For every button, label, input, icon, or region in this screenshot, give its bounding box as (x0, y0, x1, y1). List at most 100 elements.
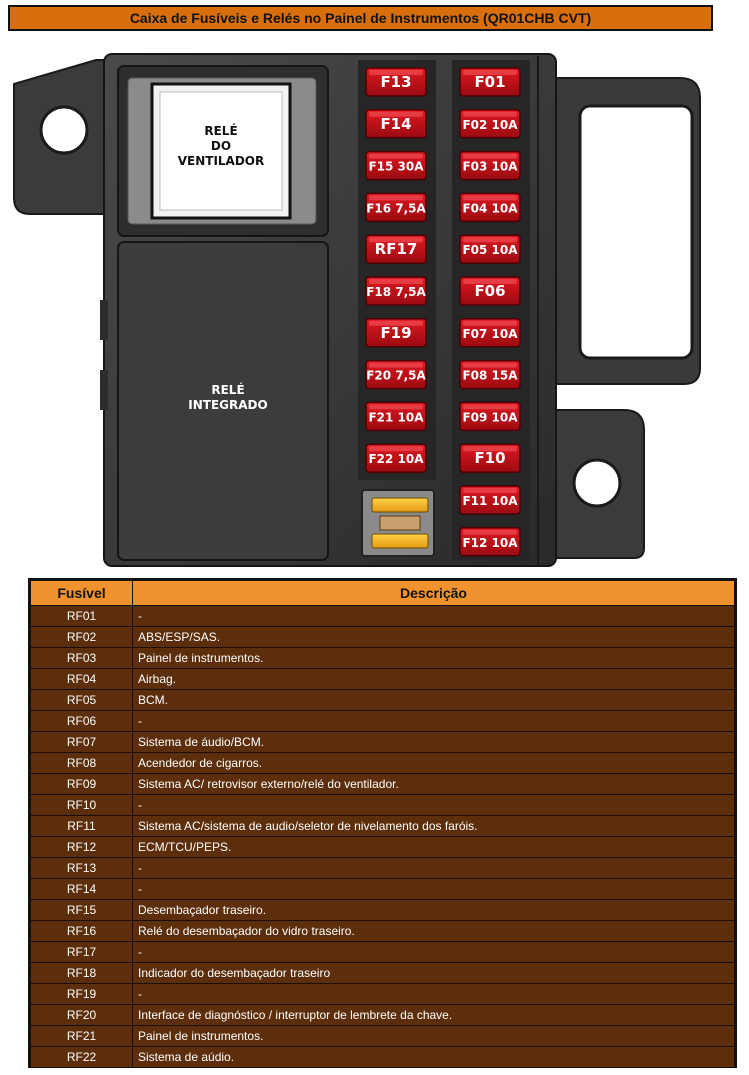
fuse-description-cell: Painel de instrumentos. (132, 647, 735, 669)
fuse: F05 10A (459, 234, 521, 264)
fuse-description-cell: Sistema AC/sistema de audio/seletor de n… (132, 815, 735, 837)
fuse-body (365, 150, 427, 181)
fuse-body (459, 234, 521, 264)
page-title: Caixa de Fusíveis e Relés no Painel de I… (8, 5, 713, 31)
integrated-relay (117, 241, 329, 561)
relay-label-line: RELÉ (204, 123, 237, 138)
fuse-code-cell: RF14 (30, 878, 133, 900)
fuse-code-cell: RF03 (30, 647, 133, 669)
fuse-body (365, 109, 427, 139)
header-fuse: Fusível (30, 580, 133, 606)
fuse-code-cell: RF20 (30, 1004, 133, 1026)
fuse-label: F04 10A (462, 201, 518, 215)
fuse-description-cell: - (132, 710, 735, 732)
fuse-body (459, 527, 521, 557)
header-description: Descrição (132, 580, 735, 606)
fuse-label: F12 10A (462, 536, 518, 550)
table-row: RF01- (30, 605, 735, 627)
fuse-body (365, 443, 427, 473)
fuse-label: F16 7,5A (366, 201, 426, 215)
fuse: RF17 (365, 234, 427, 264)
fuse: F03 10A (459, 150, 521, 181)
fuse: F15 30A (365, 150, 427, 181)
fuse-description-cell: - (132, 983, 735, 1005)
fuse-code-cell: RF18 (30, 962, 133, 984)
fuse-code-cell: RF22 (30, 1046, 133, 1068)
fuse: F22 10A (365, 443, 427, 473)
spare-fuse-top (371, 497, 429, 513)
relay-label-line: INTEGRADO (188, 398, 267, 412)
table-row: RF10- (30, 794, 735, 816)
fuse: F13 (365, 67, 427, 97)
fuse-label: F22 10A (368, 452, 424, 466)
fuse-label: F08 15A (462, 369, 518, 383)
fuse-description-cell: - (132, 941, 735, 963)
relay-label-line: VENTILADOR (178, 154, 265, 168)
fuse-body (365, 359, 427, 390)
fuse: F18 7,5A (365, 276, 427, 306)
fuse-code-cell: RF13 (30, 857, 133, 879)
fuse-body (459, 401, 521, 432)
table-row: RF14- (30, 878, 735, 900)
fuse-description-cell: ABS/ESP/SAS. (132, 626, 735, 648)
fuse-body (459, 359, 521, 390)
fuse-description-cell: Painel de instrumentos. (132, 1025, 735, 1047)
fuse-description-cell: Desembaçador traseiro. (132, 899, 735, 921)
fuse-label: F03 10A (462, 160, 518, 174)
fuse: F07 10A (459, 318, 521, 348)
fuse-description-cell: Sistema de áudio/BCM. (132, 731, 735, 753)
left-mount-hole (39, 105, 89, 155)
fuse-body (365, 67, 427, 97)
fuse-description-cell: Indicador do desembaçador traseiro (132, 962, 735, 984)
fuse-code-cell: RF16 (30, 920, 133, 942)
fuse-column-right (452, 60, 530, 560)
fuse-label: F21 10A (368, 410, 424, 424)
fuse-code-cell: RF12 (30, 836, 133, 858)
fuse-code-cell: RF15 (30, 899, 133, 921)
fuse-label: F19 (380, 324, 411, 342)
fuse-label: F20 7,5A (366, 369, 426, 383)
fuse-description-cell: Interface de diagnóstico / interruptor d… (132, 1004, 735, 1026)
fuse-label: F01 (474, 73, 505, 91)
fuse-label: F07 10A (462, 327, 518, 341)
fuse: F04 10A (459, 192, 521, 223)
fuse-description-cell: - (132, 794, 735, 816)
fuse-body (365, 401, 427, 432)
fuse-label: F14 (380, 115, 411, 133)
fuse-body (459, 192, 521, 223)
fuse-body (365, 318, 427, 348)
fuse-description-cell: BCM. (132, 689, 735, 711)
fuse-label: F05 10A (462, 243, 518, 257)
table-row: RF19- (30, 983, 735, 1005)
fuse: F06 (459, 276, 521, 306)
right-bracket-window (578, 104, 694, 360)
fuse-description-cell: Sistema AC/ retrovisor externo/relé do v… (132, 773, 735, 795)
fuse: F10 (459, 443, 521, 473)
fuse: F16 7,5A (365, 192, 427, 223)
fuse-label: F09 10A (462, 410, 518, 424)
fuse-body (459, 109, 521, 139)
fuse-code-cell: RF05 (30, 689, 133, 711)
fuse: F14 (365, 109, 427, 139)
fuse: F12 10A (459, 527, 521, 557)
fuse-code-cell: RF02 (30, 626, 133, 648)
fuse-code-cell: RF07 (30, 731, 133, 753)
